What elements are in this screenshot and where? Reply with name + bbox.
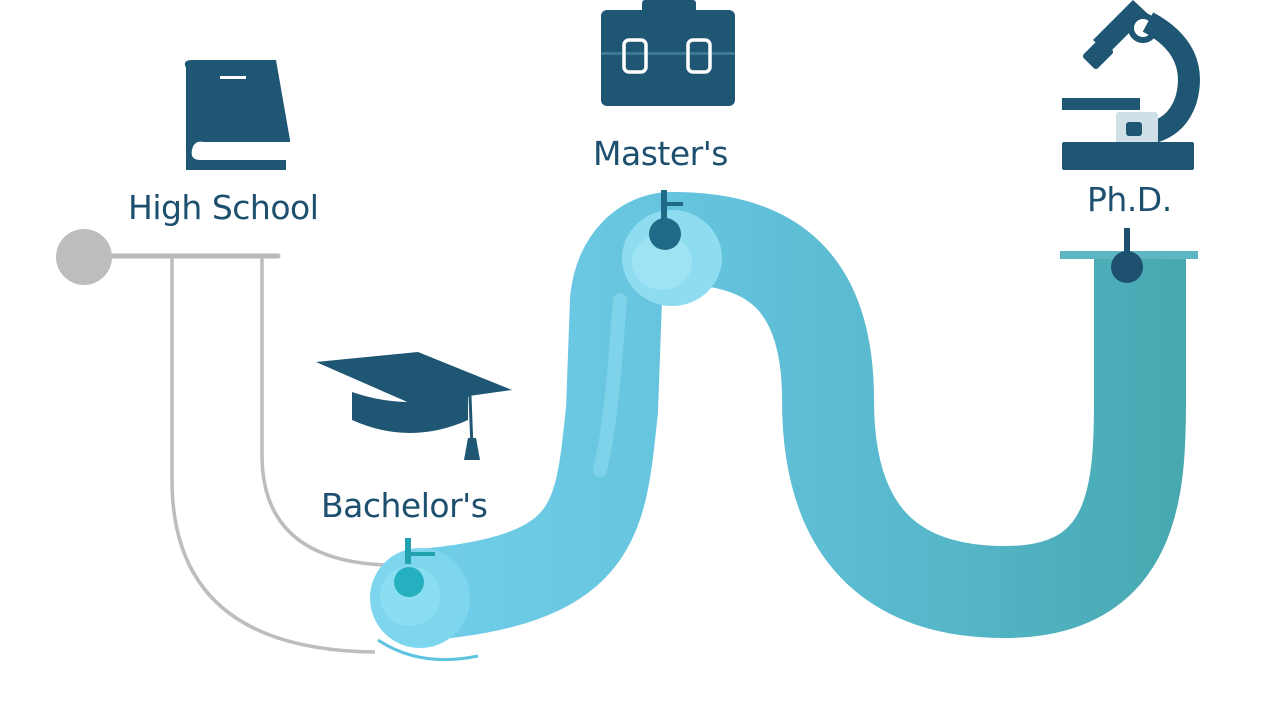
briefcase-icon — [601, 0, 735, 106]
microscope-icon — [1062, 0, 1200, 170]
stage-label-masters: Master's — [593, 134, 728, 173]
start-node — [56, 229, 112, 285]
stage-label-bachelors: Bachelor's — [321, 486, 488, 525]
path-tube — [370, 191, 1198, 662]
book-icon — [184, 60, 290, 170]
start-connector — [56, 229, 386, 654]
stage-node-phd — [1111, 228, 1143, 283]
stage-node-bachelors — [394, 538, 435, 597]
stage-label-phd: Ph.D. — [1087, 180, 1172, 219]
stage-label-high-school: High School — [128, 188, 319, 227]
graduation-cap-icon — [316, 352, 512, 460]
stage-node-masters — [649, 190, 683, 250]
